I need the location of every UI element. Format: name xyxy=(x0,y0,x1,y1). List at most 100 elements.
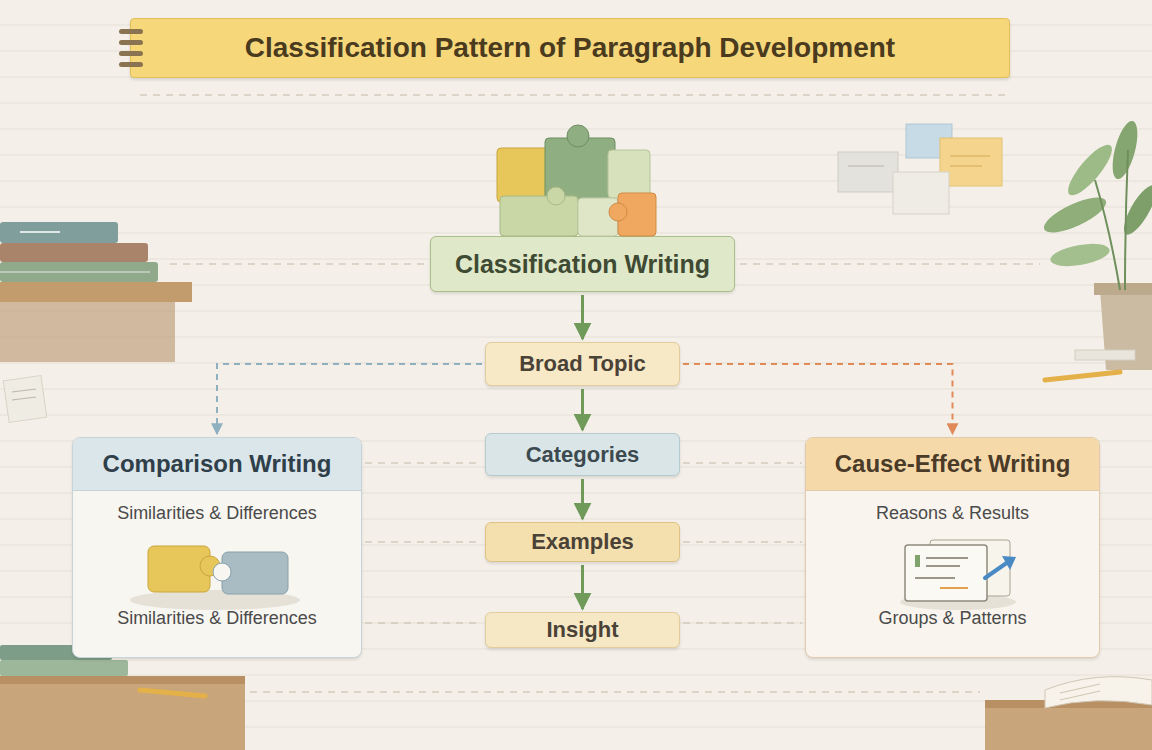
connector-arrow xyxy=(581,565,584,609)
desk-books-left-part xyxy=(3,376,46,423)
title-banner: Classification Pattern of Paragraph Deve… xyxy=(130,18,1010,78)
panel-heading: Cause-Effect Writing xyxy=(806,438,1099,491)
connector-arrow xyxy=(581,295,584,339)
sticky-notes xyxy=(838,124,1002,214)
desk-book-bottom-right-part xyxy=(1060,684,1100,693)
puzzle-illustration-part xyxy=(609,203,627,221)
puzzle-pieces-icon-part xyxy=(148,546,210,592)
desk-books-left-part xyxy=(0,222,118,243)
icon-space xyxy=(806,524,1099,608)
documents-icon-part xyxy=(940,587,968,589)
desk-books-left-part xyxy=(0,271,150,273)
guide-line-part xyxy=(170,263,425,265)
plant-part xyxy=(1045,372,1120,380)
node-label: Classification Writing xyxy=(455,250,710,279)
documents-icon-part xyxy=(1002,556,1016,570)
step-box: Categories xyxy=(485,433,680,476)
banner-rings xyxy=(117,19,147,79)
plant-part xyxy=(1094,283,1152,295)
node-label: Examples xyxy=(531,529,634,554)
desk-books-bottom-left-part xyxy=(140,690,205,696)
documents-icon-part xyxy=(905,545,987,601)
documents-icon-part xyxy=(926,557,968,559)
desk-books-left-part xyxy=(0,262,158,282)
guide-line-part xyxy=(365,541,482,543)
puzzle-illustration-part xyxy=(547,187,565,205)
panel-heading: Comparison Writing xyxy=(73,438,361,491)
banner-ring xyxy=(119,40,143,45)
panel-text: Groups & Patterns xyxy=(806,608,1099,629)
puzzle-illustration-part xyxy=(618,193,656,236)
desk-book-bottom-right xyxy=(985,677,1152,750)
plant-part xyxy=(1062,139,1118,201)
puzzle-pieces-icon-part xyxy=(213,563,231,581)
sticky-notes-part xyxy=(950,166,982,167)
plant-part xyxy=(1049,240,1112,270)
guide-line-part xyxy=(365,462,482,464)
panel-text: Reasons & Results xyxy=(806,503,1099,524)
puzzle-illustration xyxy=(497,125,656,236)
plant-part xyxy=(1118,181,1152,238)
guide-line-part xyxy=(250,691,980,693)
desk-books-bottom-left-part xyxy=(0,680,245,750)
panel-text: Similarities & Differences xyxy=(73,503,361,524)
step-box: Examples xyxy=(485,522,680,562)
desk-book-bottom-right-part xyxy=(1045,677,1152,708)
node-label: Insight xyxy=(546,617,618,642)
puzzle-illustration-part xyxy=(500,196,578,236)
guide-line-part xyxy=(683,462,802,464)
desk-books-bottom-left xyxy=(0,645,245,750)
panel-text: Similarities & Differences xyxy=(73,608,361,629)
sticky-notes-part xyxy=(950,156,990,157)
icon-space xyxy=(73,524,361,608)
documents-icon-part xyxy=(915,577,955,579)
main-box: Classification Writing xyxy=(430,236,735,292)
connector-arrow xyxy=(683,364,953,434)
puzzle-illustration-part xyxy=(608,150,650,198)
desk-books-bottom-left-part xyxy=(0,660,128,676)
documents-icon-part xyxy=(900,594,1016,610)
puzzle-illustration-part xyxy=(497,148,557,202)
plant-part xyxy=(1095,150,1128,290)
guide-line-part xyxy=(683,541,802,543)
title-text: Classification Pattern of Paragraph Deve… xyxy=(245,32,895,64)
documents-icon-part xyxy=(930,540,1010,596)
desk-books-left-part xyxy=(12,389,36,392)
sticky-notes-part xyxy=(848,166,884,167)
puzzle-pieces-icon xyxy=(130,546,300,610)
banner-ring xyxy=(119,29,143,34)
desk-book-bottom-right-part xyxy=(1060,691,1100,700)
node-label: Broad Topic xyxy=(519,351,646,376)
plant xyxy=(1040,118,1152,380)
desk-books-bottom-left-part xyxy=(0,676,245,684)
banner-ring xyxy=(119,51,143,56)
side-panel: Comparison WritingSimilarities & Differe… xyxy=(72,437,362,658)
desk-books-left-part xyxy=(12,397,36,400)
puzzle-illustration-part xyxy=(578,198,618,236)
plant-part xyxy=(1108,118,1143,181)
documents-icon-part xyxy=(985,562,1008,578)
puzzle-pieces-icon-part xyxy=(222,552,288,594)
documents-icon xyxy=(900,540,1016,610)
desk-books-left-part xyxy=(0,302,175,362)
desk-books-left xyxy=(0,222,192,422)
banner-ring xyxy=(119,62,143,67)
puzzle-illustration-part xyxy=(545,138,615,200)
step-box: Insight xyxy=(485,612,680,648)
desk-books-left-part xyxy=(0,282,192,302)
documents-icon-part xyxy=(915,555,920,567)
plant-part xyxy=(1075,350,1135,360)
guide-line-part xyxy=(683,622,802,624)
puzzle-pieces-icon-part xyxy=(130,590,300,610)
step-box: Broad Topic xyxy=(485,342,680,386)
guide-line-part xyxy=(365,622,482,624)
guide-line-part xyxy=(140,94,1010,96)
side-panel: Cause-Effect WritingReasons & ResultsGro… xyxy=(805,437,1100,658)
documents-icon-part xyxy=(926,565,960,567)
desk-books-left-part xyxy=(20,231,60,233)
sticky-notes-part xyxy=(838,152,898,192)
